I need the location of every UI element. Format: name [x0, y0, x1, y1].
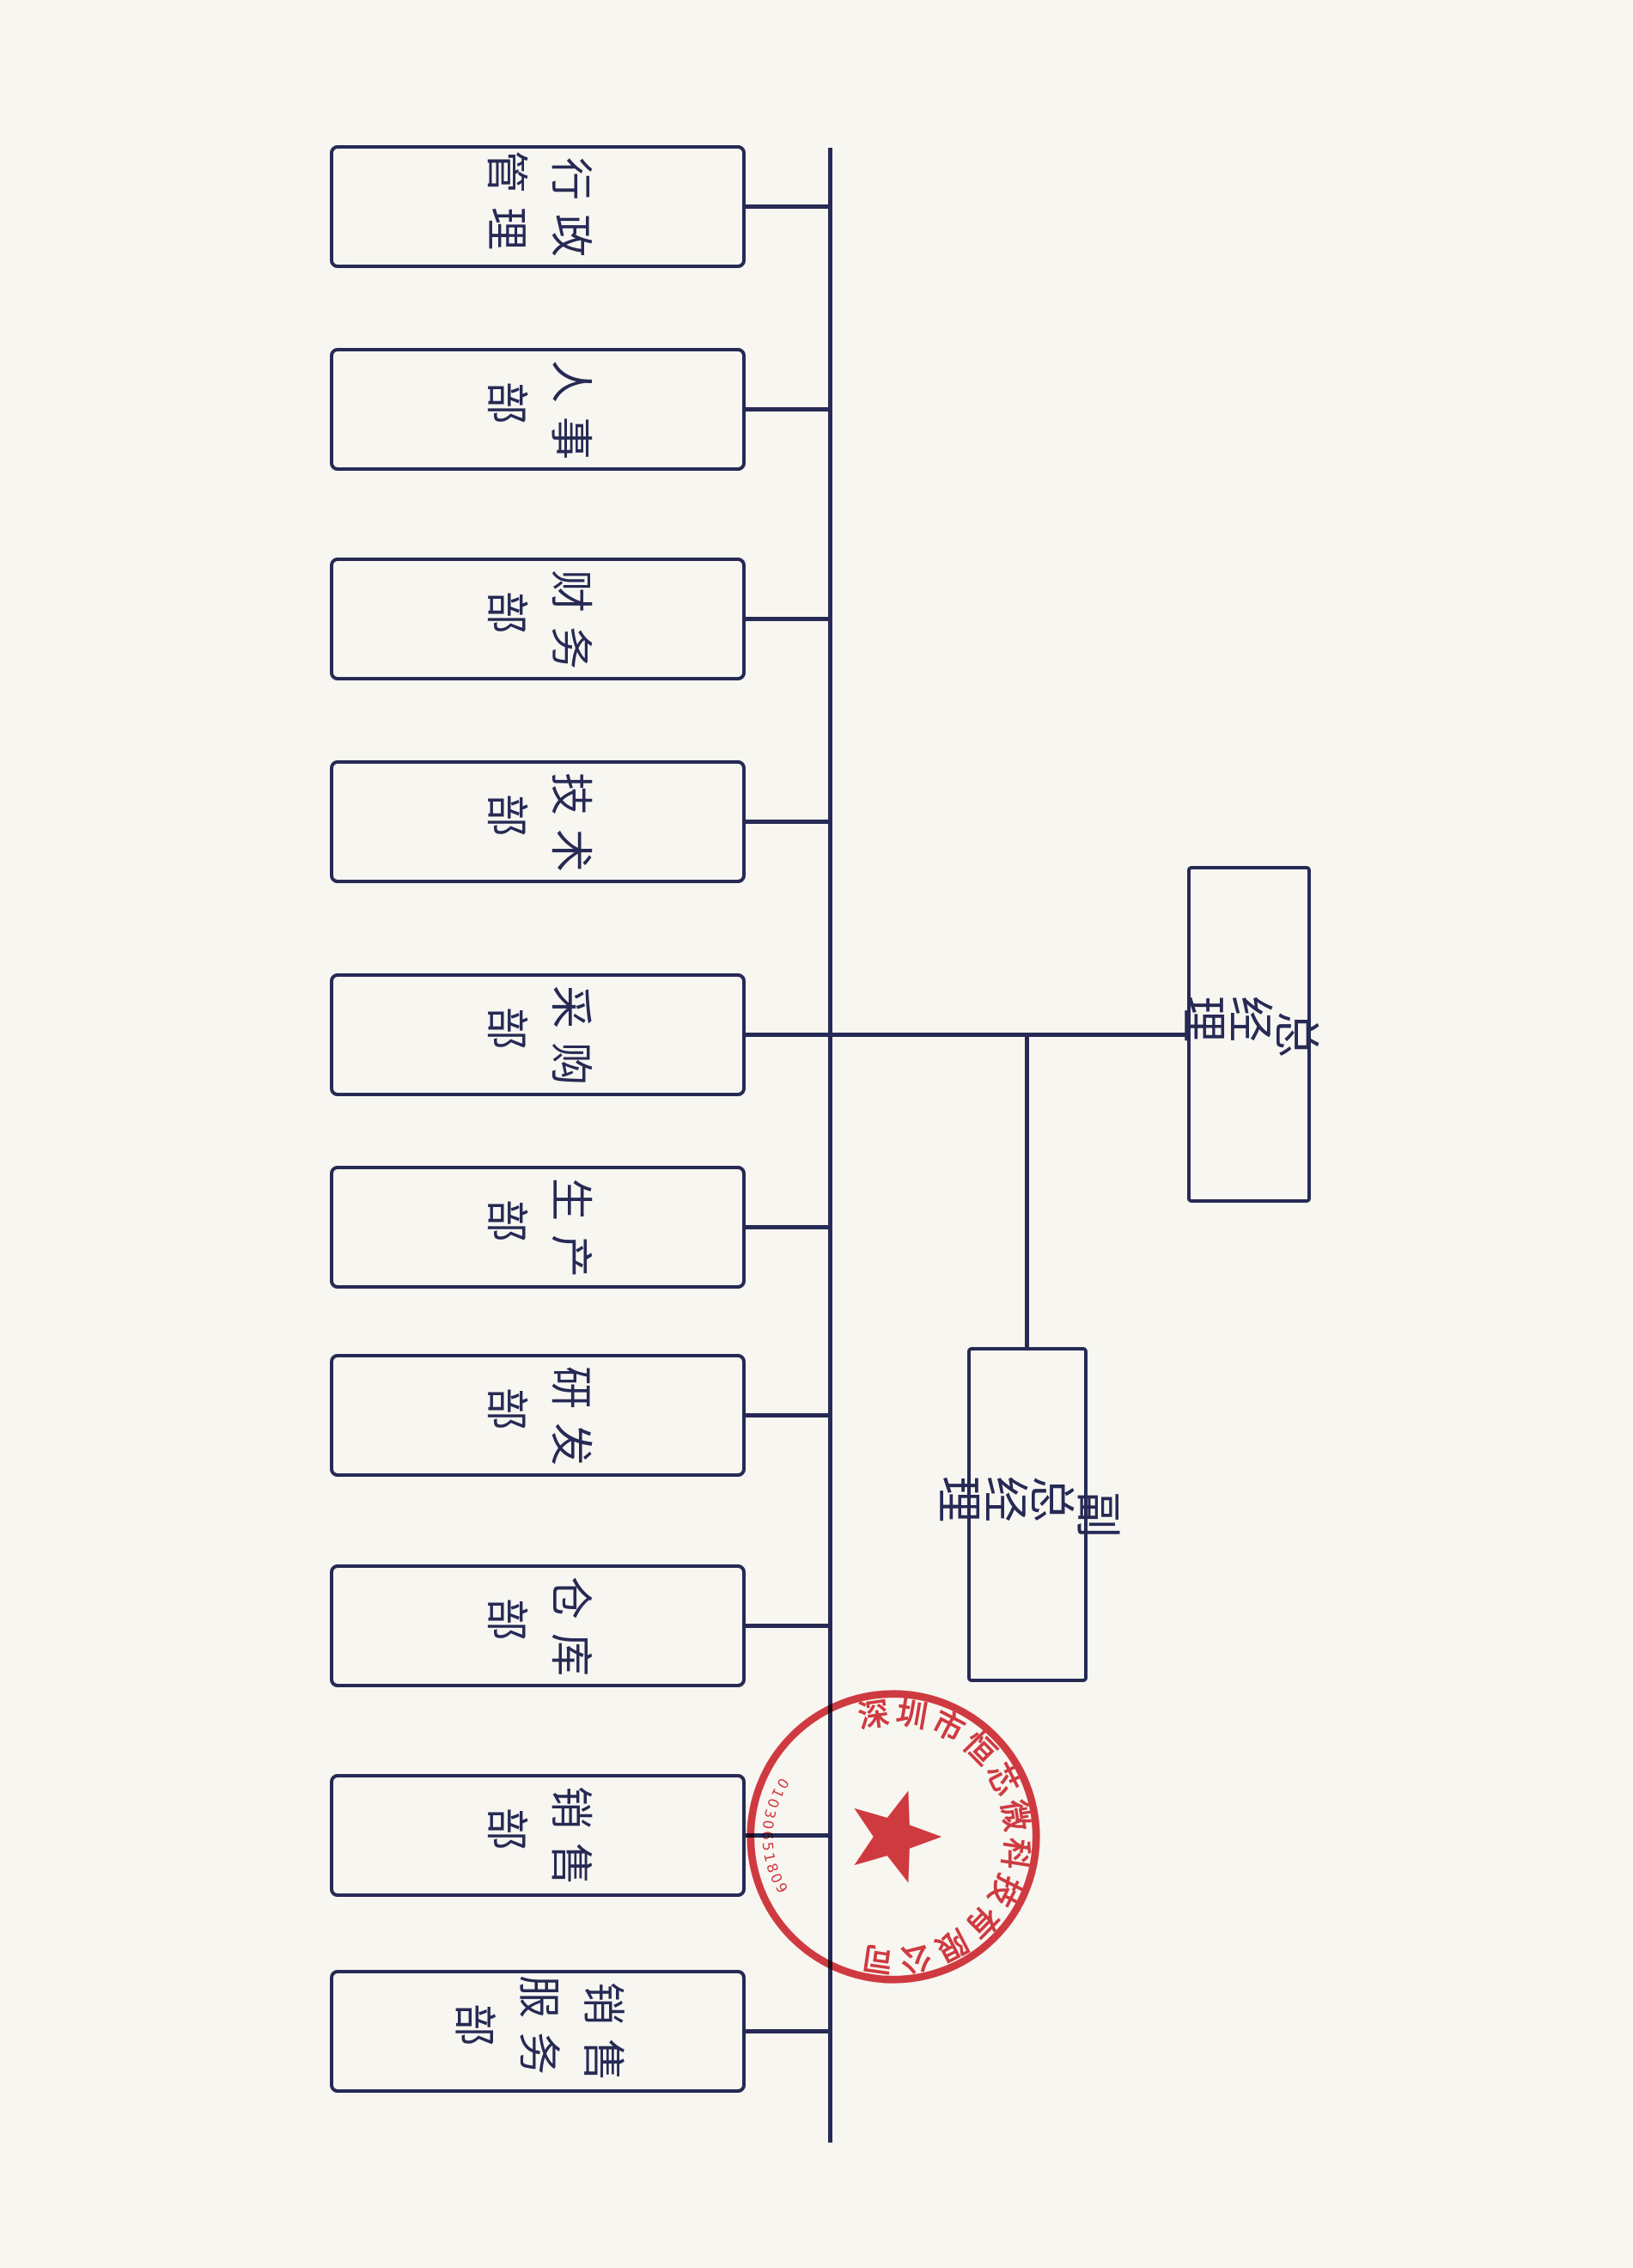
- dept-label-production: 生产 部: [481, 1177, 595, 1291]
- dept-label-warehouse: 仓库 部: [481, 1576, 595, 1690]
- dept-label-finance: 财务 部: [481, 569, 595, 683]
- deputy-general-manager-box: 副总经理: [931, 1347, 1124, 1682]
- dept-label-rnd: 研发 部: [481, 1365, 595, 1479]
- dept-box-hr: 人事 部: [330, 348, 746, 473]
- connector-stub-sales-service: [742, 2029, 832, 2033]
- general-manager-box: 总经理: [1176, 866, 1323, 1203]
- dept-label-technology: 技术 部: [481, 771, 595, 886]
- connector-stub-rnd: [742, 1413, 832, 1418]
- connector-stub-technology: [742, 820, 832, 824]
- seal-outer-ring: [746, 1690, 1040, 1984]
- dept-box-production: 生产 部: [330, 1166, 746, 1291]
- general-manager-label: 总经理: [1176, 996, 1323, 1088]
- dept-label-sales: 销售 部: [481, 1785, 595, 1899]
- trunk-line: [828, 148, 832, 2143]
- dept-box-admin: 行政 管理: [330, 145, 746, 271]
- dept-box-warehouse: 仓库 部: [330, 1564, 746, 1690]
- dept-label-sales-service: 销售 服务 部: [448, 1974, 628, 2095]
- gm-connector-line: [742, 1033, 1189, 1037]
- dept-label-hr: 人事 部: [481, 359, 595, 473]
- dept-label-admin: 行政 管理: [481, 149, 595, 271]
- connector-stub-production: [742, 1225, 832, 1229]
- dept-box-purchasing: 采购 部: [330, 973, 746, 1099]
- connector-stub-finance: [742, 617, 832, 621]
- connector-stub-hr: [742, 407, 832, 412]
- company-seal-svg: 深圳市恒芯微科技有限公司 01030651809: [746, 1690, 1040, 1984]
- dept-box-sales: 销售 部: [330, 1774, 746, 1899]
- deputy-gm-drop-line: [1025, 1033, 1029, 1350]
- seal-serial-number-text: 01030651809: [759, 1775, 792, 1898]
- connector-stub-sales: [742, 1833, 832, 1838]
- seal-star-icon: [854, 1790, 942, 1883]
- dept-box-technology: 技术 部: [330, 760, 746, 886]
- connector-stub-warehouse: [742, 1624, 832, 1628]
- dept-box-finance: 财务 部: [330, 558, 746, 683]
- company-seal: 深圳市恒芯微科技有限公司 01030651809: [743, 1686, 1044, 1987]
- dept-box-rnd: 研发 部: [330, 1354, 746, 1479]
- connector-stub-admin: [742, 204, 832, 209]
- dept-label-purchasing: 采购 部: [481, 985, 595, 1099]
- dept-box-sales-service: 销售 服务 部: [330, 1970, 746, 2095]
- deputy-general-manager-label: 副总经理: [931, 1476, 1124, 1569]
